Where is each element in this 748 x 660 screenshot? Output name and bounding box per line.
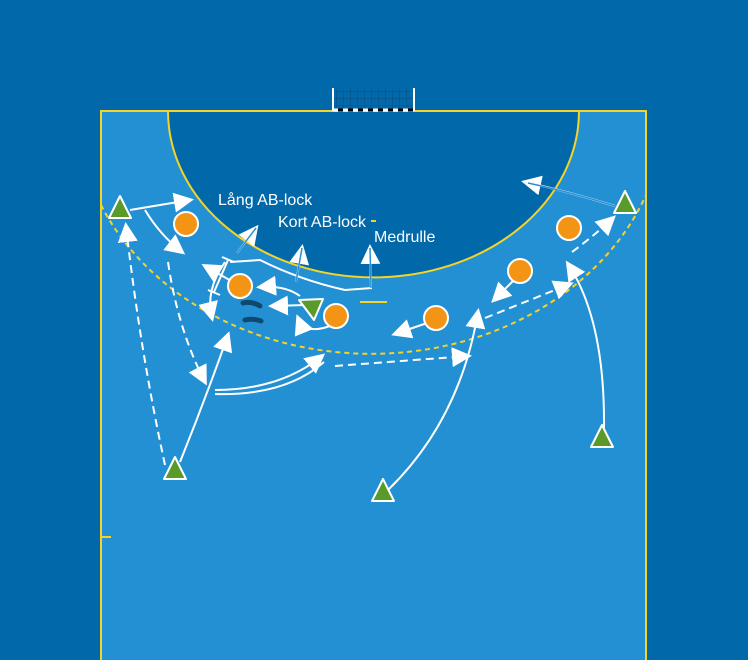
defender[interactable] [423, 305, 449, 331]
defender[interactable] [556, 215, 582, 241]
defender[interactable] [323, 303, 349, 329]
ball-mark [240, 299, 263, 309]
label-long-screen: Lång AB-lock [218, 191, 313, 209]
defender[interactable] [507, 258, 533, 284]
label-roll: Medrulle [374, 229, 435, 246]
defenders [173, 211, 582, 331]
goal-area [166, 110, 581, 279]
label-short-screen: Kort AB-lock [278, 214, 367, 231]
ball-mark [242, 316, 264, 324]
attacker[interactable] [371, 478, 395, 502]
attackers [108, 190, 637, 502]
goal [332, 88, 415, 112]
attacker[interactable] [163, 456, 187, 480]
defender[interactable] [227, 273, 253, 299]
movement-arrows [117, 175, 616, 491]
attacker[interactable] [108, 195, 132, 219]
defender[interactable] [173, 211, 199, 237]
attacker[interactable] [590, 424, 614, 448]
attacker-pivot[interactable] [298, 298, 324, 321]
attacker[interactable] [613, 190, 637, 214]
